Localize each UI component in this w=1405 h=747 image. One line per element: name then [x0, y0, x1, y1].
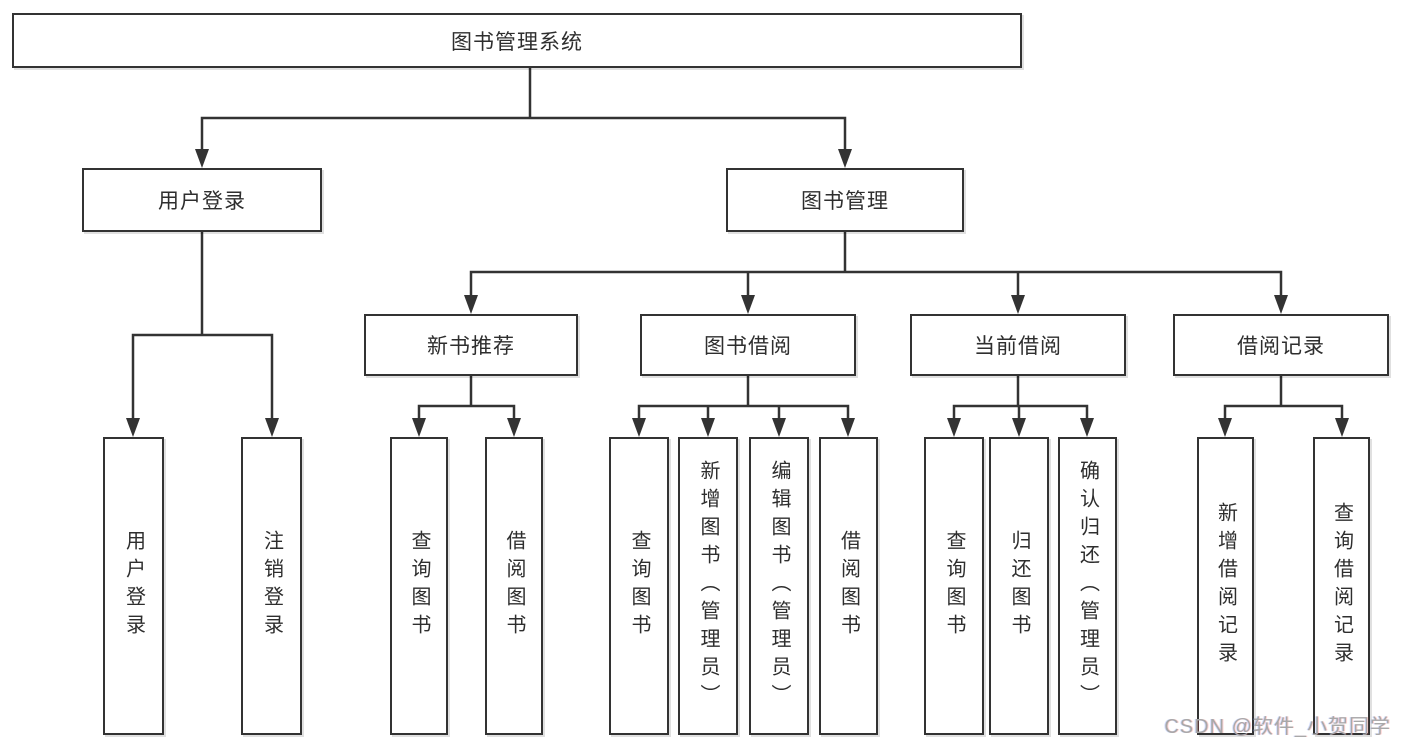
leaf-confirm-return-admin-label: 确认归还（管理员）: [1076, 460, 1099, 712]
node-root-label: 图书管理系统: [451, 30, 583, 54]
node-current-borrow: 当前借阅: [910, 314, 1126, 376]
node-user-login: 用户登录: [82, 168, 322, 232]
leaf-borrow-books: 借阅图书: [819, 437, 878, 735]
leaf-query-borrow-record: 查询借阅记录: [1313, 437, 1370, 735]
leaf-edit-book-admin-label: 编辑图书（管理员）: [768, 460, 790, 712]
leaf-query-books-current-label: 查询图书: [943, 530, 965, 642]
leaf-query-books-recommend: 查询图书: [390, 437, 448, 735]
node-book-management: 图书管理: [726, 168, 964, 232]
leaf-add-book-admin: 新增图书（管理员）: [678, 437, 738, 735]
node-new-book-recommend: 新书推荐: [364, 314, 578, 376]
leaf-add-borrow-record: 新增借阅记录: [1197, 437, 1254, 735]
leaf-user-login: 用户登录: [103, 437, 164, 735]
node-book-management-label: 图书管理: [801, 190, 889, 213]
leaf-add-book-admin-label: 新增图书（管理员）: [697, 460, 719, 712]
node-book-borrow-label: 图书借阅: [704, 335, 792, 358]
node-borrow-records: 借阅记录: [1173, 314, 1389, 376]
leaf-query-books-current: 查询图书: [924, 437, 984, 735]
leaf-borrow-books-label: 借阅图书: [837, 530, 860, 642]
leaf-logout-label: 注销登录: [260, 530, 283, 642]
node-current-borrow-label: 当前借阅: [974, 335, 1062, 358]
arrowhead-icons: [126, 149, 1349, 437]
leaf-query-borrow-record-label: 查询借阅记录: [1330, 502, 1353, 670]
leaf-return-book: 归还图书: [989, 437, 1049, 735]
leaf-confirm-return-admin: 确认归还（管理员）: [1058, 437, 1117, 735]
node-borrow-records-label: 借阅记录: [1237, 335, 1325, 358]
leaf-add-borrow-record-label: 新增借阅记录: [1214, 502, 1237, 670]
leaf-user-login-label: 用户登录: [122, 530, 145, 642]
leaf-query-books-recommend-label: 查询图书: [408, 530, 430, 642]
leaf-edit-book-admin: 编辑图书（管理员）: [749, 437, 809, 735]
node-new-book-recommend-label: 新书推荐: [427, 335, 515, 358]
leaf-query-books-borrow: 查询图书: [609, 437, 669, 735]
csdn-watermark: CSDN @软件_小贺同学: [1164, 716, 1391, 738]
node-book-borrow: 图书借阅: [640, 314, 856, 376]
leaf-query-books-borrow-label: 查询图书: [628, 530, 650, 642]
leaf-borrow-books-recommend-label: 借阅图书: [503, 530, 525, 642]
leaf-return-book-label: 归还图书: [1008, 530, 1030, 642]
node-root: 图书管理系统: [12, 13, 1022, 68]
leaf-borrow-books-recommend: 借阅图书: [485, 437, 543, 735]
node-user-login-label: 用户登录: [158, 190, 246, 213]
leaf-logout: 注销登录: [241, 437, 302, 735]
